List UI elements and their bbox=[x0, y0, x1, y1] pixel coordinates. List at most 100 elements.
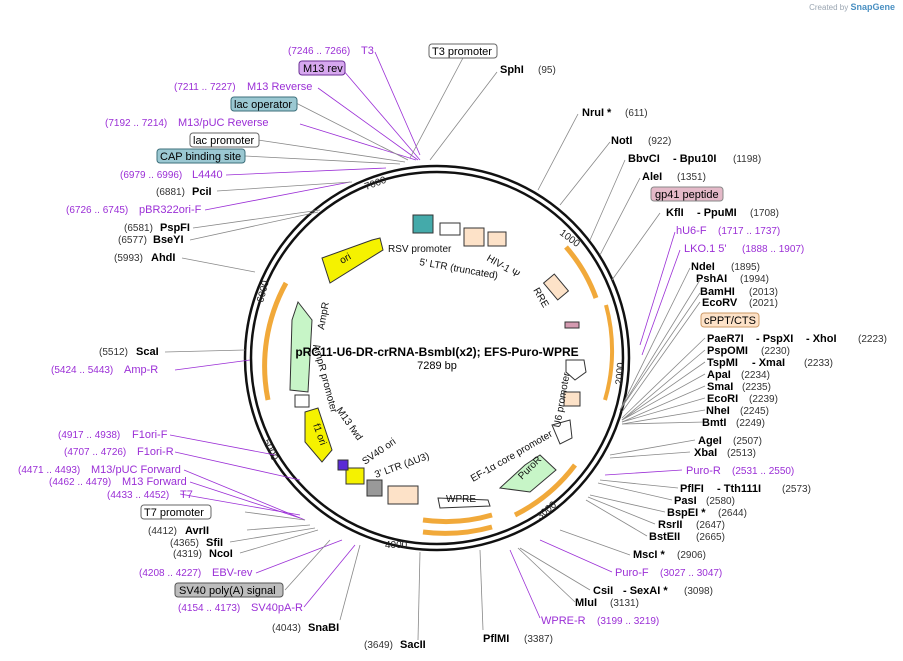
site-sexai: - SexAI * bbox=[623, 585, 668, 597]
lac-operator-box bbox=[230, 96, 298, 112]
pos-noti: (922) bbox=[648, 136, 671, 147]
u6-box bbox=[563, 391, 581, 407]
pos-msci: (2906) bbox=[677, 550, 706, 561]
site-sfii: SfiI bbox=[206, 537, 223, 549]
primer-m13puc-f-pos: (4471 .. 4493) bbox=[18, 465, 80, 476]
label-lac-operator: lac operator bbox=[234, 99, 292, 111]
site-pshai: PshAI bbox=[696, 273, 727, 285]
primer-hu6f: hU6-F bbox=[676, 225, 707, 237]
pos-bsteii: (2665) bbox=[696, 532, 725, 543]
pos-bbvci: (1198) bbox=[733, 154, 761, 165]
primer-wpre-r-pos: (3199 .. 3219) bbox=[597, 616, 659, 627]
site-pspxi: - PspXI bbox=[756, 333, 793, 345]
primer-f1orif-pos: (4917 .. 4938) bbox=[58, 430, 120, 441]
label-wpre: WPRE bbox=[446, 494, 476, 505]
pos-pshai: (1994) bbox=[740, 274, 769, 285]
site-pcii: PciI bbox=[192, 186, 212, 198]
pos-pasi: (2580) bbox=[706, 496, 735, 507]
orf-arc-5 bbox=[262, 281, 289, 401]
pos-csii: (3098) bbox=[684, 586, 713, 597]
t3-promoter-box bbox=[428, 43, 498, 59]
pos-avrii: (4412) bbox=[148, 526, 177, 537]
pos-paer7i: (2223) bbox=[858, 334, 887, 345]
pos-bspei: (2644) bbox=[718, 508, 747, 519]
site-csii: CsiI bbox=[593, 585, 613, 597]
site-sacii: SacII bbox=[400, 639, 426, 651]
primer-sv40pa-pos: (4154 .. 4173) bbox=[178, 603, 240, 614]
site-xbai: XbaI bbox=[694, 447, 717, 459]
site-bpu10i: - Bpu10I bbox=[673, 153, 716, 165]
site-apai: ApaI bbox=[707, 369, 731, 381]
primer-m13puc-r: M13/pUC Reverse bbox=[178, 117, 268, 129]
label-cap-site: CAP binding site bbox=[160, 151, 241, 163]
leader-lines-left bbox=[164, 55, 465, 591]
site-tspmi: TspMI bbox=[707, 357, 738, 369]
site-xhoi: - XhoI bbox=[806, 333, 837, 345]
sv40-ori-box bbox=[345, 467, 365, 485]
primer-sv40pa: SV40pA-R bbox=[251, 602, 303, 614]
gp41-box bbox=[650, 186, 724, 202]
left-labels: (7246 .. 7266) T3 M13 rev (7211 .. 7227)… bbox=[18, 45, 374, 614]
primer-m13puc-f: M13/pUC Forward bbox=[91, 464, 181, 476]
site-bseyi: BseYI bbox=[153, 234, 184, 246]
pos-pspfi: (6581) bbox=[124, 223, 153, 234]
label-t7-promoter: T7 promoter bbox=[144, 507, 204, 519]
label-t3-promoter: T3 promoter bbox=[432, 46, 492, 58]
pos-pcii: (6881) bbox=[156, 187, 185, 198]
pos-sfii: (4365) bbox=[170, 538, 199, 549]
label-ampr: AmpR bbox=[316, 301, 332, 330]
wpre-box bbox=[437, 497, 491, 509]
site-mlui: MluI bbox=[575, 597, 597, 609]
site-avrii: AvrII bbox=[185, 525, 209, 537]
pos-agei: (2507) bbox=[733, 436, 762, 447]
primer-m13puc-r-pos: (7192 .. 7214) bbox=[105, 118, 167, 129]
site-agei: AgeI bbox=[698, 435, 722, 447]
site-nhei: NheI bbox=[706, 405, 730, 417]
backbone-inner bbox=[249, 170, 625, 546]
site-pspomi: PspOMI bbox=[707, 345, 748, 357]
primer-lines bbox=[169, 51, 683, 619]
primer-t3: T3 bbox=[361, 45, 374, 57]
backbone-outer bbox=[243, 164, 631, 552]
leader-lines-right bbox=[339, 71, 706, 641]
primer-ebv-pos: (4208 .. 4227) bbox=[139, 568, 201, 579]
site-tth111i: - Tth111I bbox=[717, 483, 761, 495]
primer-ampr-pos: (5424 .. 5443) bbox=[51, 365, 113, 376]
primer-t3-pos: (7246 .. 7266) bbox=[288, 46, 350, 57]
rre-box bbox=[542, 273, 570, 301]
primer-m13r-pos: (7211 .. 7227) bbox=[174, 82, 236, 93]
primer-hu6f-pos: (1717 .. 1737) bbox=[718, 226, 780, 237]
site-nrui: NruI * bbox=[582, 107, 612, 119]
t7-promoter-box bbox=[140, 504, 212, 520]
primer-ampr: Amp-R bbox=[124, 364, 158, 376]
pos-nhei: (2245) bbox=[740, 406, 769, 417]
site-bmti: BmtI bbox=[702, 417, 726, 429]
primer-f1orir-pos: (4707 .. 4726) bbox=[64, 447, 126, 458]
site-bbvci: BbvCI bbox=[628, 153, 660, 165]
ampr-promoter-box bbox=[294, 394, 310, 408]
primer-m13r: M13 Reverse bbox=[247, 81, 312, 93]
pos-snabi: (4043) bbox=[272, 623, 301, 634]
pos-kfli: (1708) bbox=[750, 208, 779, 219]
pos-nrui: (611) bbox=[625, 108, 648, 119]
m13-rev-box bbox=[298, 60, 346, 76]
site-ncoi: NcoI bbox=[209, 548, 233, 560]
plasmid-length: 7289 bp bbox=[417, 360, 457, 372]
puror-arrow bbox=[498, 454, 557, 493]
label-m13-rev: M13 rev bbox=[303, 63, 343, 75]
cppt-box bbox=[564, 321, 580, 329]
primer-m13f-pos: (4462 .. 4479) bbox=[49, 477, 111, 488]
pos-ecori: (2239) bbox=[749, 394, 778, 405]
sv40-polya-label-box bbox=[174, 582, 284, 598]
site-alei: AleI bbox=[642, 171, 662, 183]
label-gp41: gp41 peptide bbox=[655, 189, 719, 201]
pos-alei: (1351) bbox=[677, 172, 706, 183]
tick-7000: 7000 bbox=[363, 175, 388, 193]
ori-arrow bbox=[321, 237, 384, 284]
site-bsteii: BstEII bbox=[649, 531, 680, 543]
site-scai: ScaI bbox=[136, 346, 159, 358]
psi-box bbox=[487, 231, 507, 247]
pos-sacii: (3649) bbox=[364, 640, 393, 651]
lac-features bbox=[412, 214, 434, 234]
primer-t7-pos: (4433 .. 4452) bbox=[107, 490, 169, 501]
